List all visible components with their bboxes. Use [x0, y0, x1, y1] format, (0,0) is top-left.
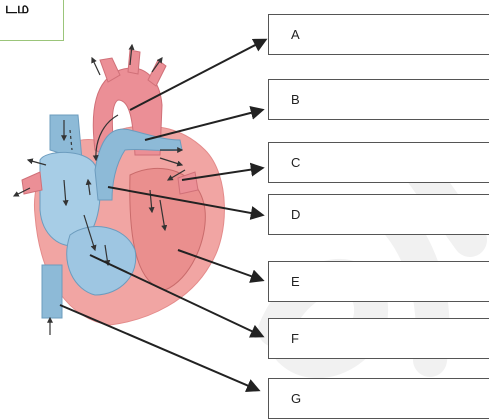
label-f: F	[291, 331, 299, 346]
label-box-b[interactable]: B	[268, 79, 489, 120]
label-b: B	[291, 92, 300, 107]
label-box-c[interactable]: C	[268, 142, 489, 183]
label-box-e[interactable]: E	[268, 261, 489, 302]
label-g: G	[291, 391, 301, 406]
leader-arrow-g	[60, 305, 258, 390]
label-a: A	[291, 27, 300, 42]
label-box-f[interactable]: F	[268, 318, 489, 359]
inferior-vena-cava	[42, 265, 62, 318]
label-box-d[interactable]: D	[268, 194, 489, 235]
label-e: E	[291, 274, 300, 289]
label-d: D	[291, 207, 300, 222]
leader-arrow-b	[145, 110, 262, 140]
label-c: C	[291, 155, 300, 170]
label-box-a[interactable]: A	[268, 14, 489, 55]
label-box-g[interactable]: G	[268, 378, 489, 419]
